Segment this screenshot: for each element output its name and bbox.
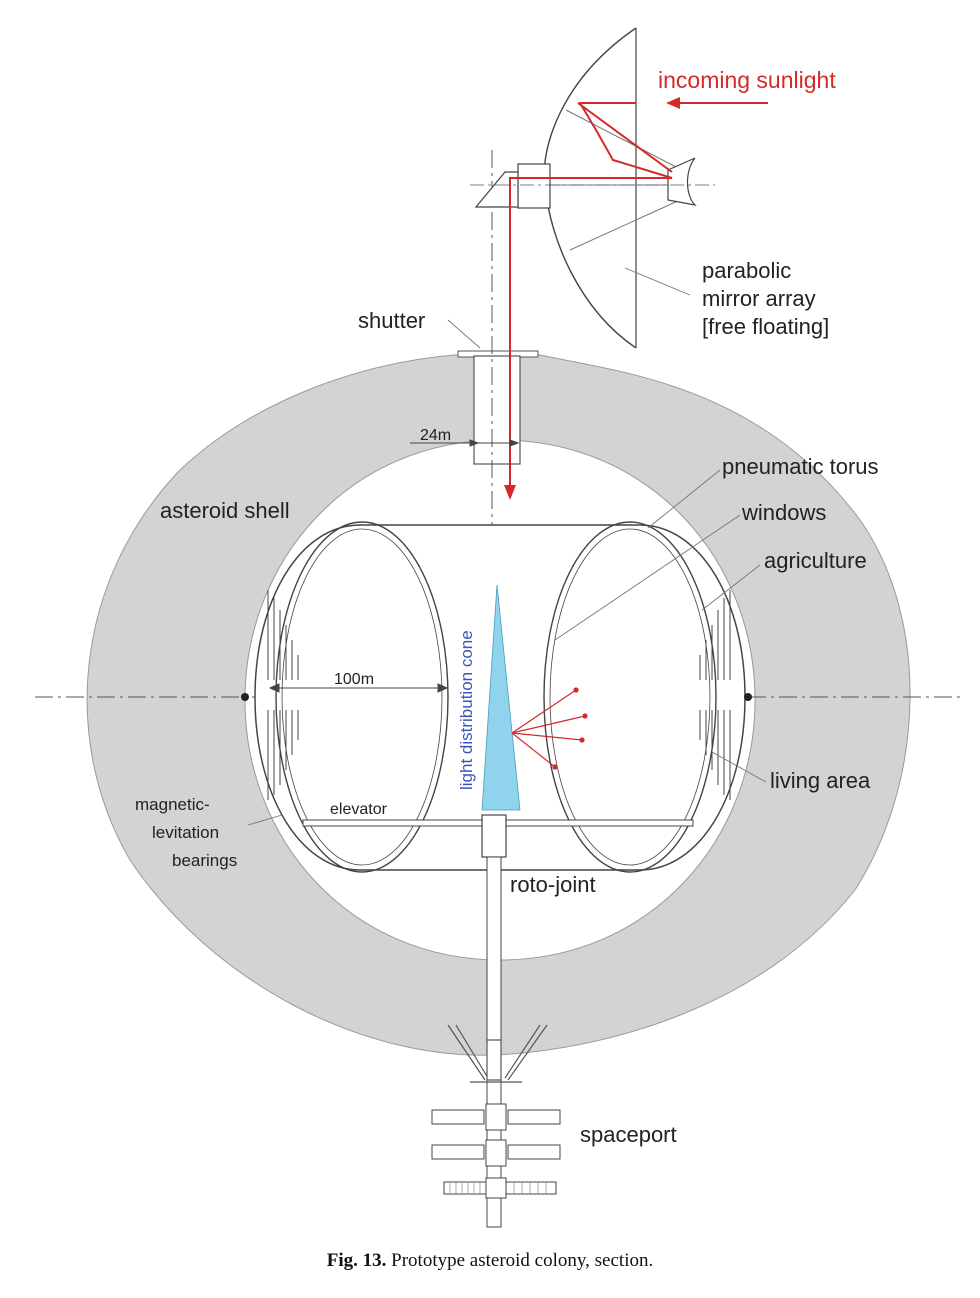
label-roto-joint: roto-joint [510,872,596,897]
label-asteroid-shell: asteroid shell [160,498,290,523]
caption-text: Prototype asteroid colony, section. [391,1250,654,1271]
label-parabolic-3: [free floating] [702,314,829,339]
label-pneumatic-torus: pneumatic torus [722,454,879,479]
leader-lines [247,267,767,826]
parabolic-mirror [543,27,637,349]
label-maglev-2: levitation [152,823,219,842]
sunlight-arrowhead-in [666,97,680,109]
bearing-dot-right [744,693,752,701]
asteroid-colony-diagram: incoming sunlight parabolic mirror array… [35,27,962,1228]
label-100m: 100m [334,671,374,688]
label-maglev-3: bearings [172,851,237,870]
secondary-receiver [667,157,697,206]
torus-left [275,521,449,873]
spaceport-struts [447,1024,548,1083]
spaceport-hatch-lines [449,1182,547,1194]
label-elevator: elevator [330,801,388,818]
label-maglev-1: magnetic- [135,795,210,814]
label-windows: windows [741,500,826,525]
sunlight-path [509,102,768,495]
label-living-area: living area [770,768,871,793]
dim-24m-line [410,439,520,447]
label-parabolic-1: parabolic [702,258,791,283]
dim-100m-line [268,683,449,693]
bearing-dot-left [241,693,249,701]
label-spaceport: spaceport [580,1122,677,1147]
light-rays [511,687,588,770]
label-parabolic-2: mirror array [702,286,816,311]
label-light-cone: light distribution cone [457,630,476,790]
figure-caption: Fig. 13. Prototype asteroid colony, sect… [0,1250,980,1272]
spaceport-modules [431,1103,561,1199]
roto-joint-box [481,814,507,858]
label-agriculture: agriculture [764,548,867,573]
label-24m: 24m [420,427,451,444]
sunlight-arrowhead-down [504,485,516,500]
label-shutter: shutter [358,308,425,333]
torus-right [543,521,717,873]
torus-left-inner [281,528,443,866]
diverter-mirror [474,163,551,209]
label-incoming-sunlight: incoming sunlight [658,67,836,93]
light-shaft [473,355,521,465]
terraces-right [699,590,731,800]
terraces-left [267,590,299,800]
torus-right-inner [549,528,711,866]
light-cone [481,584,521,811]
caption-fig-number: Fig. 13. [326,1250,387,1271]
